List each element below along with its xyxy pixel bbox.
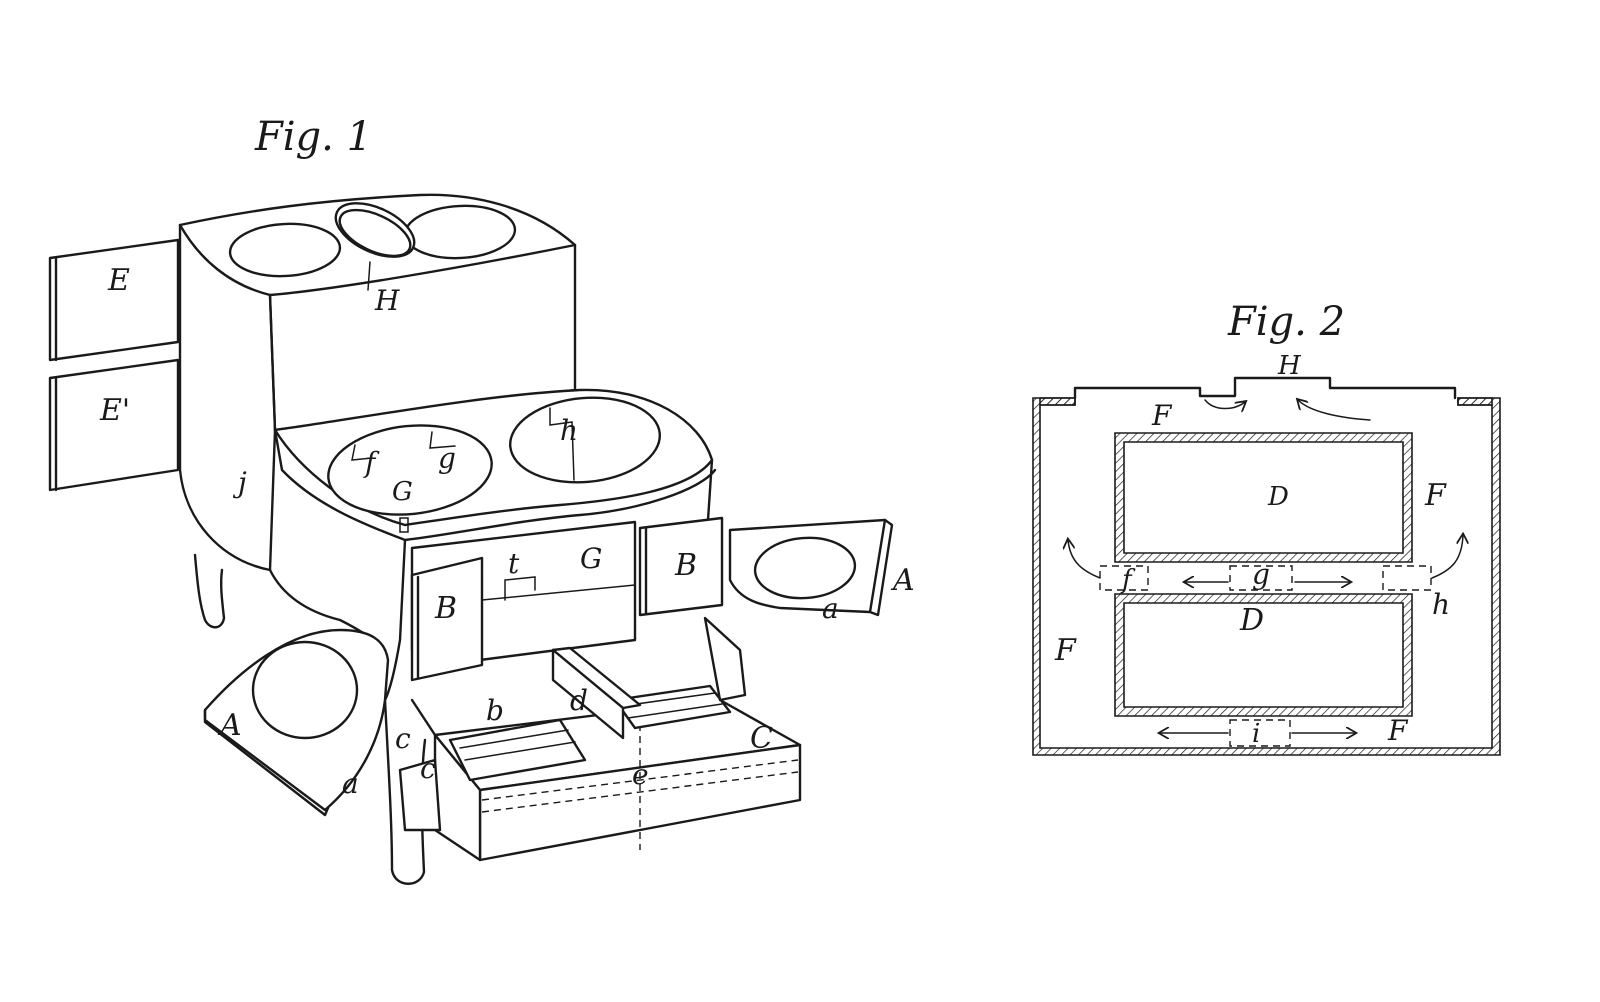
label-e: E [107,263,130,298]
label-b-right: B [674,548,697,583]
label-i-damper: i [1252,719,1260,749]
label-g-cap-top: G [392,477,413,507]
label-f-right: F [1424,478,1447,513]
label-d-lower: D [1239,603,1264,638]
label-a-cap-left: A [217,708,242,743]
door-b-right [638,516,724,617]
label-c-lower: c [420,752,436,785]
label-f-bottom: F [1387,714,1409,747]
ash-drawer-c [398,616,802,862]
plate-e [48,238,180,362]
label-h: H [374,284,400,317]
label-c-upper: c [395,722,411,755]
plate-e-prime [48,358,180,492]
label-g-damper: g [1252,558,1270,591]
label-g-cap-front: G [580,542,602,575]
figure-1-labels: E E' H j f g h G t G B B A a A a c c b d… [99,263,915,800]
figure-1: Fig. 1 [48,114,915,885]
label-f-top: F [1151,399,1173,432]
flap-a-left [203,628,390,817]
label-t: t [508,547,520,580]
flue-dampers [1099,565,1432,747]
label-d-upper: D [1267,482,1289,512]
figure-1-title: Fig. 1 [254,114,372,160]
label-b-left: B [434,591,457,626]
label-b-grate: b [486,694,504,727]
label-g: g [438,442,456,475]
label-f-left: F [1054,633,1077,668]
draft-arrows [1068,400,1463,733]
label-a-left: a [342,767,359,800]
label-a-right: a [822,592,839,625]
label-d: d [570,684,588,717]
lower-body [268,388,717,702]
label-c-cap: C [750,721,773,756]
figure-2: Fig. 2 [1032,299,1501,756]
oven-d-upper [1114,432,1413,563]
label-a-cap-right: A [890,563,915,598]
label-h-lower: h [560,414,578,447]
label-h: H [1277,351,1302,381]
flap-a-right [728,518,894,617]
figure-2-title: Fig. 2 [1227,299,1345,345]
figure-2-labels: H F F F F D D f g h i [1054,351,1450,749]
label-j: j [232,466,247,499]
label-h-damper: h [1432,588,1450,621]
label-e-prime: E' [99,393,130,428]
label-e-lower: e [632,758,649,791]
upper-oven [178,193,577,572]
door-b-left [410,556,484,682]
outer-casing [1032,376,1501,756]
oven-d-lower [1114,593,1413,717]
